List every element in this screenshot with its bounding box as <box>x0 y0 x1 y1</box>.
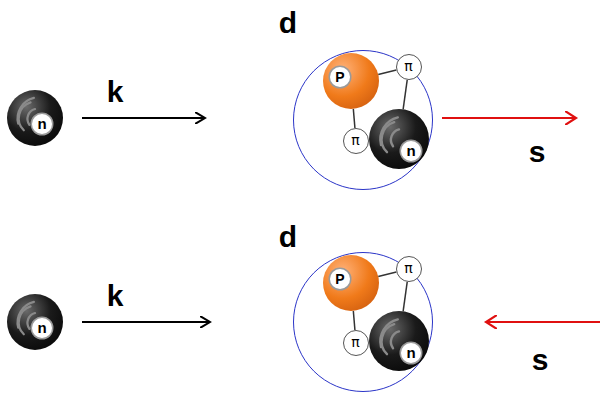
incoming-arrow <box>82 321 210 323</box>
proton-sphere: P <box>323 53 379 109</box>
momentum-label: k <box>107 281 124 311</box>
pion-exchange-line <box>378 272 396 276</box>
neutron-sphere: n <box>369 109 429 169</box>
proton-label: P <box>330 67 350 87</box>
recoil-arrow <box>486 321 600 323</box>
neutron-label: n <box>32 318 52 338</box>
pion-label: π <box>351 335 359 349</box>
pion-circle: π <box>343 330 369 356</box>
neutron-sphere: n <box>7 294 63 350</box>
pion-exchange-line <box>403 282 407 311</box>
pion-exchange-line <box>353 311 355 330</box>
pion-label: π <box>404 59 412 73</box>
momentum-label: s <box>529 137 546 167</box>
neutron-label: n <box>401 141 421 161</box>
pion-label: π <box>404 261 412 275</box>
deuteron-label: d <box>279 222 297 252</box>
pion-circle: π <box>396 256 422 282</box>
pion-circle: π <box>396 54 422 80</box>
neutron-label: n <box>401 343 421 363</box>
neutron-sphere: n <box>7 90 63 146</box>
proton-label: P <box>330 269 350 289</box>
momentum-label: s <box>532 345 549 375</box>
incoming-arrow <box>82 117 205 119</box>
deuteron-boundary: dPππn <box>293 252 433 392</box>
sphere-shading <box>369 109 429 169</box>
pion-exchange-line <box>403 80 407 109</box>
deuteron-label: d <box>279 8 297 38</box>
pion-exchange-line <box>378 70 396 74</box>
pion-circle: π <box>343 128 369 154</box>
neutron-label: n <box>32 114 52 134</box>
deuteron-boundary: dPππn <box>293 50 433 190</box>
pion-exchange-line <box>353 109 355 128</box>
sphere-shading <box>369 311 429 371</box>
pion-label: π <box>351 133 359 147</box>
momentum-label: k <box>107 77 124 107</box>
proton-sphere: P <box>323 255 379 311</box>
neutron-sphere: n <box>369 311 429 371</box>
recoil-arrow <box>442 117 576 119</box>
